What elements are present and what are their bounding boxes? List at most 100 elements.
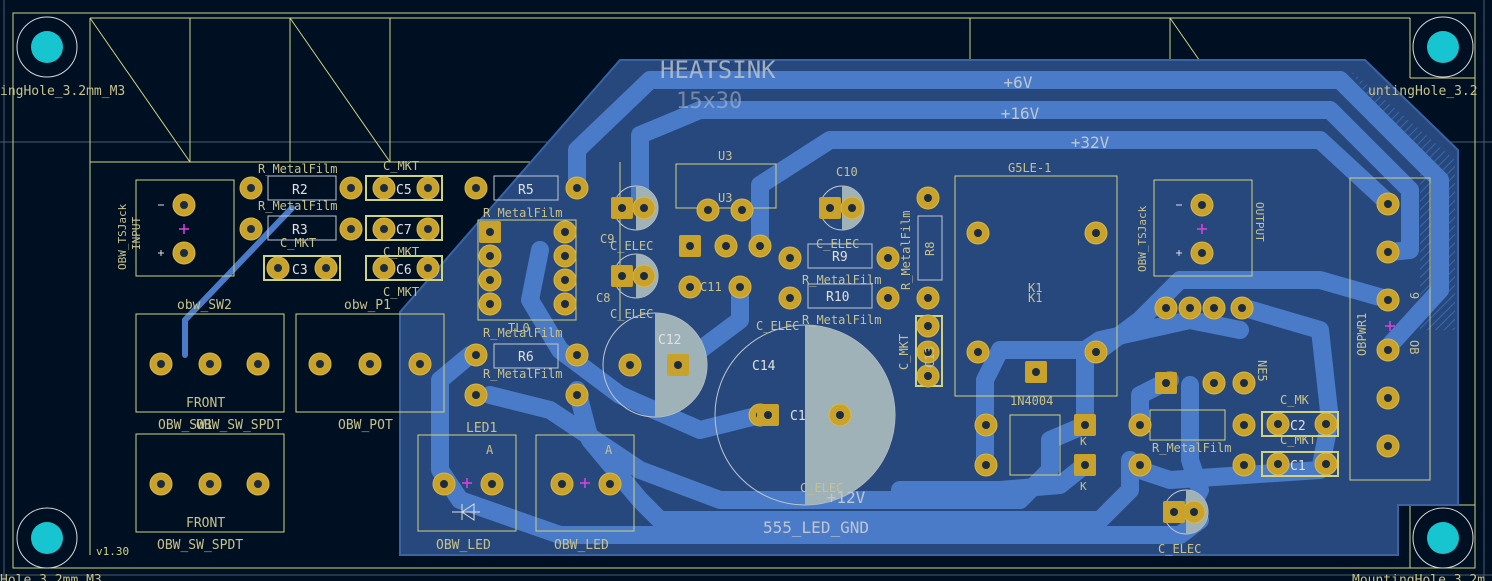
component-outlines bbox=[135, 162, 1431, 533]
pad-drill bbox=[924, 372, 932, 380]
svg-text:OBW_SW_SPDT: OBW_SW_SPDT bbox=[196, 418, 282, 433]
pad-drill bbox=[573, 184, 581, 192]
svg-text:C11: C11 bbox=[700, 280, 722, 294]
svg-text:K1: K1 bbox=[1028, 291, 1042, 305]
pad-drill bbox=[347, 225, 355, 233]
pad-drill bbox=[472, 351, 480, 359]
pad-drill bbox=[1274, 460, 1282, 468]
pad-drill bbox=[380, 225, 388, 233]
pad-drill bbox=[1238, 304, 1246, 312]
pad-drill bbox=[1162, 304, 1170, 312]
svg-text:A: A bbox=[486, 443, 494, 457]
svg-text:C_ELEC: C_ELEC bbox=[800, 481, 843, 495]
pad-drill bbox=[424, 184, 432, 192]
pad-drill bbox=[884, 294, 892, 302]
svg-text:C_MKT: C_MKT bbox=[280, 236, 316, 250]
svg-text:C_ELEC: C_ELEC bbox=[1158, 542, 1201, 556]
pad-drill bbox=[1384, 248, 1392, 256]
pad-drill bbox=[440, 480, 448, 488]
pad-drill bbox=[1081, 461, 1089, 469]
pad-drill bbox=[558, 480, 566, 488]
pad-drill bbox=[1136, 421, 1144, 429]
svg-text:OB: OB bbox=[1407, 340, 1421, 354]
pad-drill bbox=[1210, 379, 1218, 387]
svg-text:C6: C6 bbox=[396, 263, 412, 278]
pad-drill bbox=[247, 225, 255, 233]
svg-text:A: A bbox=[605, 443, 613, 457]
pad-drill bbox=[1032, 368, 1040, 376]
version-label: v1.30 bbox=[96, 545, 129, 558]
svg-text:C7: C7 bbox=[396, 223, 412, 238]
pad-drill bbox=[254, 480, 262, 488]
pad-drill bbox=[1384, 200, 1392, 208]
pad-drill bbox=[274, 264, 282, 272]
pad-drill bbox=[756, 242, 764, 250]
svg-text:C_ELEC: C_ELEC bbox=[756, 319, 799, 333]
svg-text:C3: C3 bbox=[292, 263, 308, 278]
svg-text:C2: C2 bbox=[1290, 419, 1306, 434]
copper-tracks bbox=[182, 71, 1449, 544]
svg-text:C1: C1 bbox=[790, 409, 806, 424]
pad-drill bbox=[157, 480, 165, 488]
svg-text:C_ELEC: C_ELEC bbox=[816, 237, 859, 251]
svg-text:C9: C9 bbox=[600, 232, 614, 246]
svg-text:obw_P1: obw_P1 bbox=[344, 298, 391, 313]
pad-drill bbox=[347, 184, 355, 192]
svg-text:C12: C12 bbox=[658, 333, 681, 348]
pad-drill bbox=[573, 391, 581, 399]
svg-text:U3: U3 bbox=[718, 191, 732, 205]
svg-text:C14: C14 bbox=[752, 359, 776, 374]
pad-drill bbox=[826, 204, 834, 212]
pad-drill bbox=[974, 348, 982, 356]
net-label-led-gnd: 555_LED_GND bbox=[763, 518, 869, 537]
svg-text:U3: U3 bbox=[718, 149, 732, 163]
pad-drill bbox=[573, 351, 581, 359]
svg-text:K1: K1 bbox=[1028, 281, 1042, 295]
pad-drill bbox=[1210, 304, 1218, 312]
pad-drill bbox=[561, 228, 569, 236]
net-labels: +6V +16V +32V +12V 555_LED_GND bbox=[763, 73, 1110, 537]
heatsink-label: HEATSINK bbox=[660, 56, 776, 84]
pad-drill bbox=[1092, 348, 1100, 356]
svg-text:C8: C8 bbox=[596, 291, 610, 305]
pad-drill bbox=[606, 480, 614, 488]
pad-drill bbox=[722, 242, 730, 250]
svg-text:FRONT: FRONT bbox=[186, 396, 225, 411]
pad-drill bbox=[472, 184, 480, 192]
pad-drill bbox=[764, 411, 772, 419]
pad-drill bbox=[424, 225, 432, 233]
svg-text:R9: R9 bbox=[832, 250, 848, 265]
pad-drill bbox=[561, 252, 569, 260]
pad-drill bbox=[1162, 379, 1170, 387]
pad-drill bbox=[1092, 229, 1100, 237]
svg-text:C13: C13 bbox=[923, 346, 937, 368]
pad-drill bbox=[1322, 420, 1330, 428]
svg-text:R5: R5 bbox=[518, 183, 534, 198]
pad-drill bbox=[380, 184, 388, 192]
pad-drill bbox=[1136, 461, 1144, 469]
pad-drill bbox=[561, 300, 569, 308]
svg-text:R_MetalFilm: R_MetalFilm bbox=[258, 162, 337, 176]
svg-text:C_MKT: C_MKT bbox=[383, 285, 419, 299]
net-label-32v: +32V bbox=[1071, 133, 1110, 152]
svg-text:9: 9 bbox=[1407, 292, 1421, 299]
svg-text:R8: R8 bbox=[923, 242, 937, 256]
svg-text:OBW_SW_SPDT: OBW_SW_SPDT bbox=[157, 538, 243, 553]
heatsink-sub-label: 15x30 bbox=[676, 89, 742, 114]
pad-drill bbox=[1384, 442, 1392, 450]
svg-text:R3: R3 bbox=[292, 223, 308, 238]
pad-drill bbox=[974, 229, 982, 237]
svg-text:R_MetalFilm: R_MetalFilm bbox=[1152, 441, 1231, 455]
svg-text:TL0: TL0 bbox=[508, 321, 530, 335]
net-label-6v: +6V bbox=[1004, 73, 1033, 92]
pad-drill bbox=[254, 360, 262, 368]
pad-drill bbox=[1240, 461, 1248, 469]
pad-drill bbox=[1274, 420, 1282, 428]
pad-drill bbox=[486, 300, 494, 308]
pad-drill bbox=[686, 283, 694, 291]
pad-drill bbox=[1081, 421, 1089, 429]
pad-drill bbox=[486, 252, 494, 260]
pad-drill bbox=[618, 272, 626, 280]
svg-text:FRONT: FRONT bbox=[186, 516, 225, 531]
